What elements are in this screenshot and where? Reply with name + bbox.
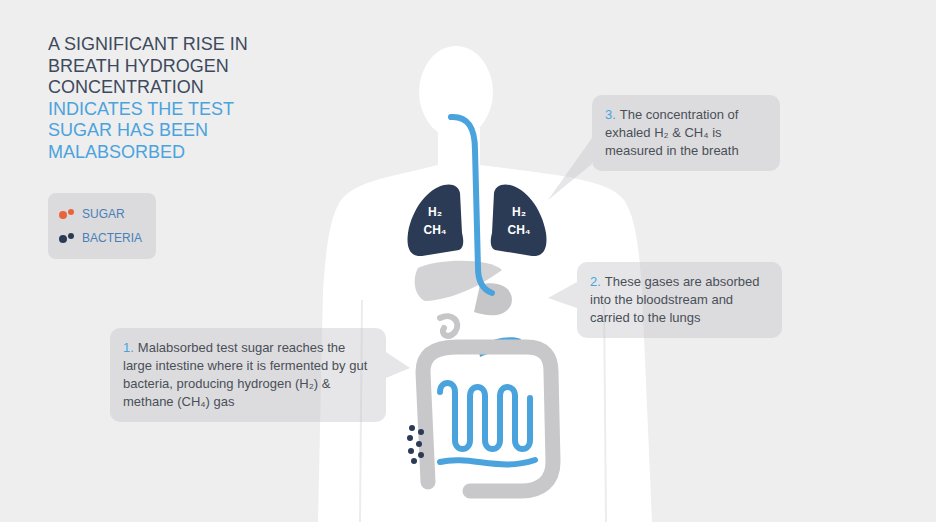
small-intestine (440, 383, 530, 449)
legend: SUGAR BACTERIA (48, 193, 156, 259)
legend-text: BACTERIA (82, 231, 142, 245)
lung-outline (488, 183, 550, 259)
stomach (474, 283, 512, 315)
callout-number: 1. (123, 340, 134, 355)
legend-text: SUGAR (82, 207, 125, 221)
callout-tail (548, 282, 577, 308)
gas-label: H₂ (512, 203, 526, 221)
legend-row: BACTERIA (58, 226, 146, 250)
callout-number: 3. (605, 107, 616, 122)
gas-label: H₂ (428, 203, 442, 221)
arm-lines (360, 300, 606, 522)
title: A SIGNIFICANT RISE IN BREATH HYDROGEN CO… (48, 34, 280, 99)
legend-swatch (58, 232, 76, 244)
title-highlight: INDICATES THE TEST SUGAR HAS BEEN MALABS… (48, 99, 280, 164)
callout-tail (386, 352, 410, 378)
bacteria-dots (407, 425, 424, 464)
callout-number: 2. (590, 274, 601, 289)
lung-shape: H₂CH₄ (404, 183, 466, 259)
callout-box: 1.Malabsorbed test sugar reaches the lar… (110, 328, 386, 422)
head-silhouette (419, 46, 493, 138)
callout-box: 2.These gases are absorbed into the bloo… (577, 262, 782, 338)
callout-tail (548, 138, 592, 200)
large-intestine (423, 347, 553, 491)
gas-label: CH₄ (423, 221, 446, 239)
lung-outline (404, 183, 466, 259)
legend-swatch (58, 208, 76, 220)
callout-text: The concentration of exhaled H₂ & CH₄ is… (605, 107, 739, 158)
heading: A SIGNIFICANT RISE IN BREATH HYDROGEN CO… (48, 34, 280, 164)
callout-text: These gases are absorbed into the bloods… (590, 274, 760, 325)
gas-label: CH₄ (507, 221, 530, 239)
callout-text: Malabsorbed test sugar reaches the large… (123, 340, 367, 409)
pancreas (440, 316, 457, 336)
lung-shape: H₂CH₄ (488, 183, 550, 259)
callout-box: 3.The concentration of exhaled H₂ & CH₄ … (592, 95, 780, 171)
small-intestine (440, 460, 535, 464)
legend-row: SUGAR (58, 202, 146, 226)
